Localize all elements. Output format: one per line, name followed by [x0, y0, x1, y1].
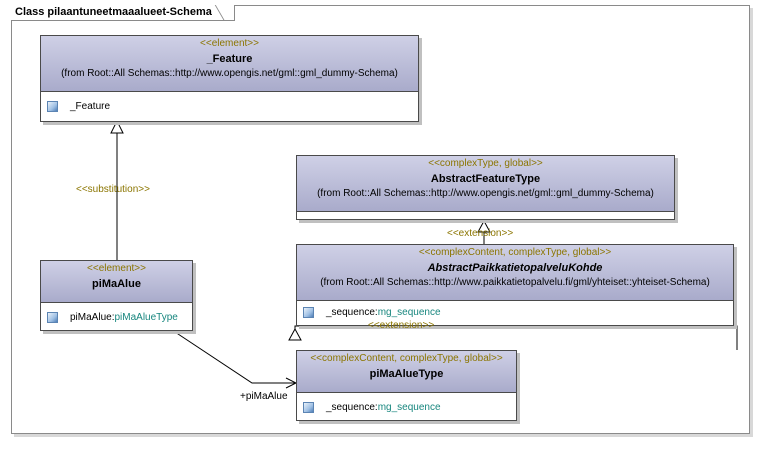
diagram-title: Class pilaantuneetmaaalueet-Schema — [11, 5, 235, 21]
class-feature-header: <<element>> _Feature (from Root::All Sch… — [41, 36, 418, 92]
attribute-icon — [47, 311, 58, 323]
class-pimaalue-stereotype: <<element>> — [87, 263, 146, 274]
class-feature[interactable]: <<element>> _Feature (from Root::All Sch… — [40, 35, 419, 122]
association-role-label: +piMaAlue — [240, 391, 288, 402]
attribute-name: _sequence: — [326, 306, 378, 318]
substitution-label: <<substitution>> — [76, 184, 150, 195]
class-feature-name: _Feature — [206, 53, 253, 65]
class-abstract-kohde-header: <<complexContent, complexType, global>> … — [297, 245, 733, 301]
attribute-type: mg_sequence — [377, 401, 441, 413]
attribute-icon — [303, 306, 314, 318]
extension-top-label: <<extension>> — [447, 228, 514, 239]
class-feature-origin: (from Root::All Schemas::http://www.open… — [61, 68, 398, 79]
attribute-icon — [47, 100, 58, 112]
class-abstract-feature-type-origin: (from Root::All Schemas::http://www.open… — [317, 188, 654, 199]
class-pimaalue-type-attribute: _sequence:mg_sequence — [297, 393, 516, 421]
attribute-type: mg_sequence — [377, 306, 441, 318]
class-pimaalue-type-stereotype: <<complexContent, complexType, global>> — [310, 353, 503, 364]
attribute-icon — [303, 401, 314, 413]
class-abstract-kohde-attribute: _sequence:mg_sequence — [297, 301, 733, 323]
attribute-name: piMaAlue: — [70, 311, 115, 323]
substitution-arrowhead — [110, 119, 124, 134]
class-pimaalue-header: <<element>> piMaAlue — [41, 261, 192, 303]
class-abstract-paikkatietopalvelu-kohde[interactable]: <<complexContent, complexType, global>> … — [296, 244, 734, 326]
class-abstract-feature-type-stereotype: <<complexType, global>> — [428, 158, 543, 169]
class-feature-stereotype: <<element>> — [200, 38, 259, 49]
class-pimaalue[interactable]: <<element>> piMaAlue piMaAlue:piMaAlueTy… — [40, 260, 193, 331]
attribute-name: _Feature — [70, 100, 111, 112]
attribute-name: _sequence: — [326, 401, 378, 413]
class-abstract-feature-type[interactable]: <<complexType, global>> AbstractFeatureT… — [296, 155, 675, 220]
class-abstract-kohde-origin: (from Root::All Schemas::http://www.paik… — [320, 277, 710, 288]
attribute-type: piMaAlueType — [114, 311, 178, 323]
class-pimaalue-type-name: piMaAlueType — [369, 368, 444, 380]
extension-bottom-arrowhead — [288, 327, 302, 341]
class-pimaalue-attribute: piMaAlue:piMaAlueType — [41, 303, 192, 331]
class-abstract-feature-type-header: <<complexType, global>> AbstractFeatureT… — [297, 156, 674, 212]
class-pimaalue-type[interactable]: <<complexContent, complexType, global>> … — [296, 350, 517, 421]
class-pimaalue-type-header: <<complexContent, complexType, global>> … — [297, 351, 516, 393]
class-abstract-kohde-name: AbstractPaikkatietopalveluKohde — [427, 262, 603, 274]
extension-bottom-label: <<extension>> — [368, 320, 435, 331]
class-abstract-kohde-stereotype: <<complexContent, complexType, global>> — [418, 247, 612, 258]
extension-bottom-line — [294, 325, 738, 350]
class-abstract-feature-type-name: AbstractFeatureType — [430, 173, 541, 185]
class-pimaalue-name: piMaAlue — [92, 278, 141, 290]
association-line — [171, 329, 296, 384]
class-feature-attribute: _Feature — [41, 92, 418, 120]
extension-top-arrowhead — [477, 219, 491, 233]
